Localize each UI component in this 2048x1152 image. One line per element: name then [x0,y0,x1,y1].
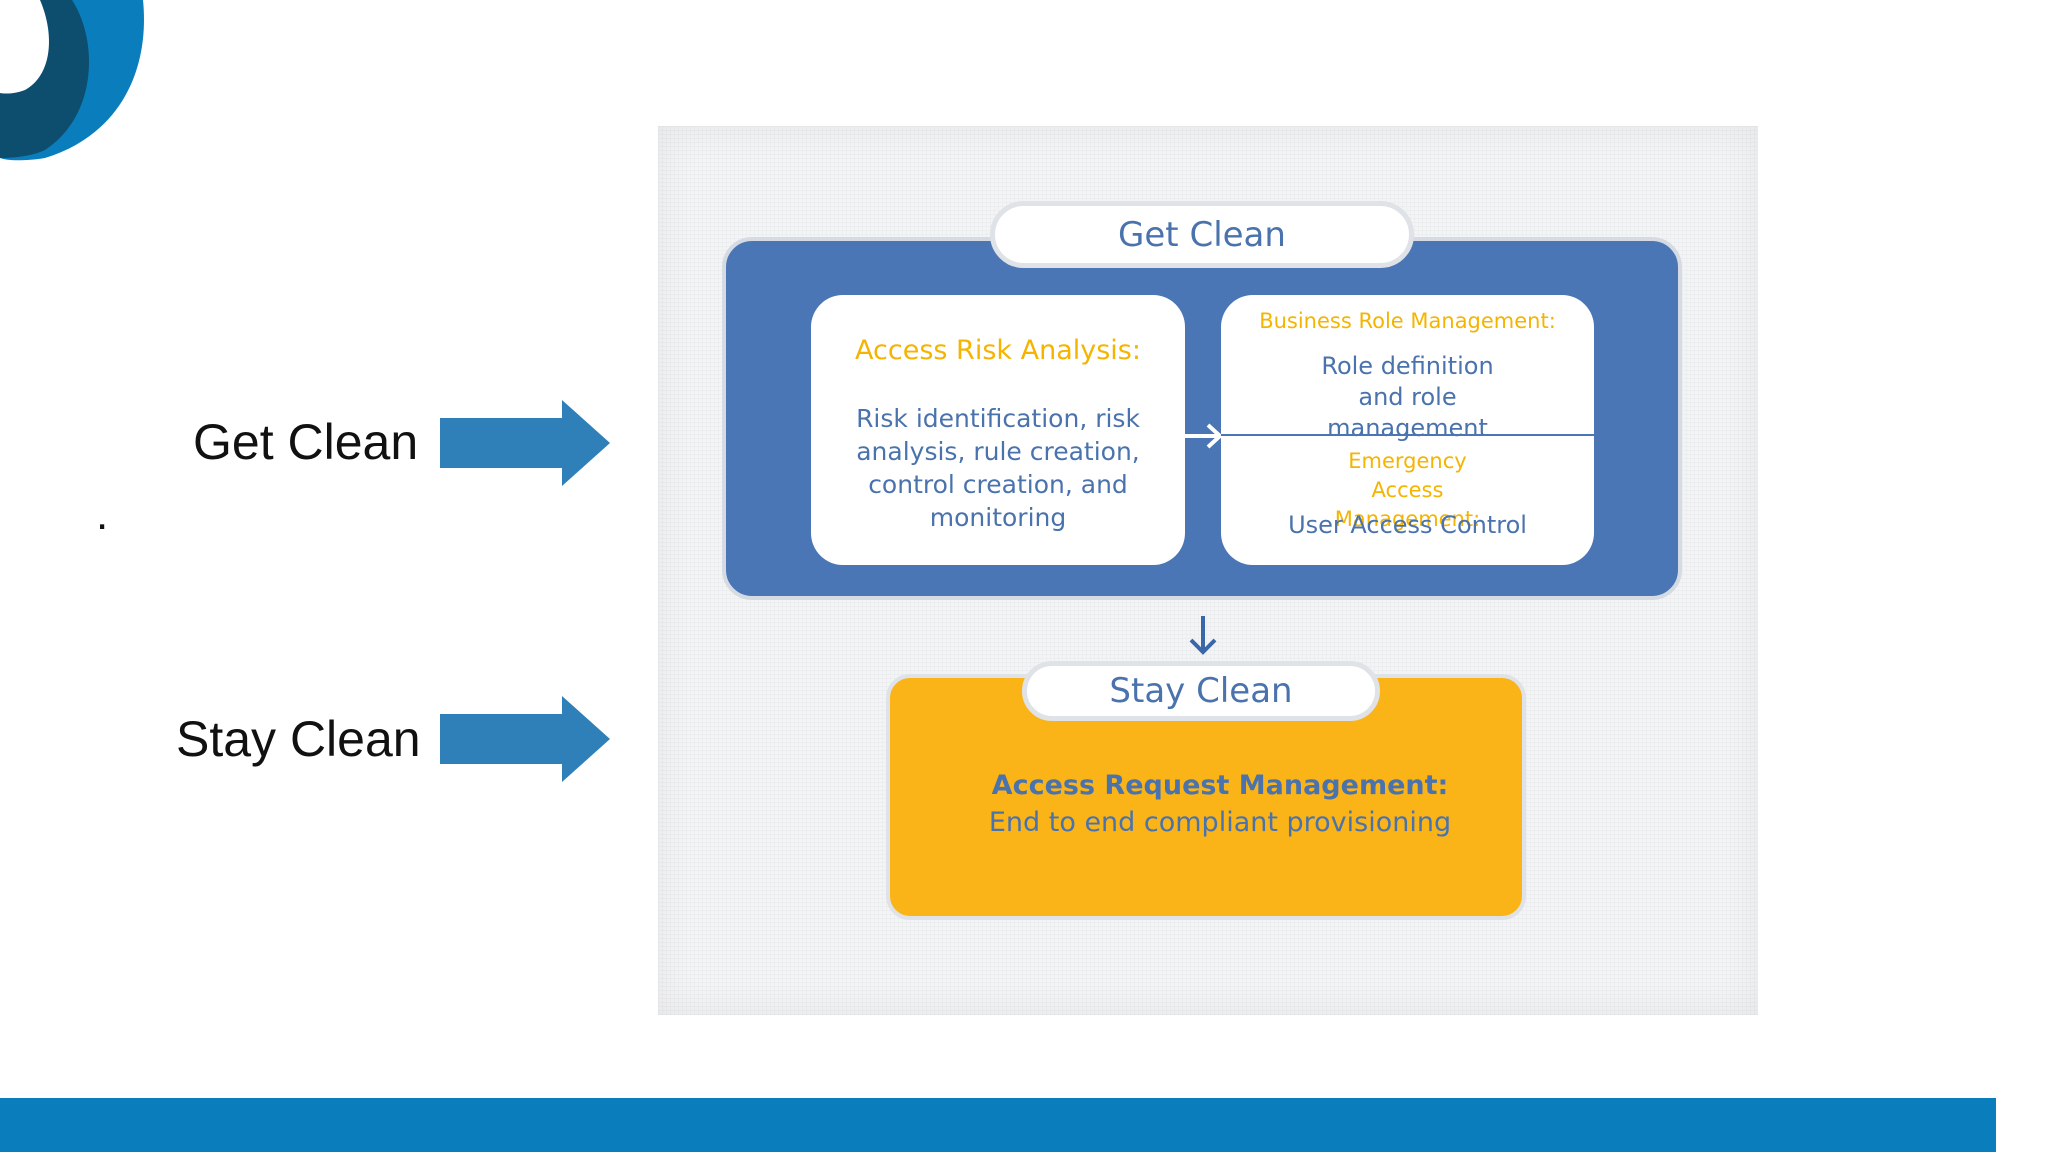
get-clean-right-arrow-icon [440,400,610,486]
bullet-dot: . [96,490,109,539]
business-role-management-title: Business Role Management: [1259,309,1556,333]
get-clean-header-pill: Get Clean [990,201,1414,268]
stay-clean-right-arrow-icon [440,696,610,782]
access-request-management-body: End to end compliant provisioning [988,807,1452,838]
access-risk-analysis-title: Access Risk Analysis: [855,335,1141,366]
stay-clean-header-pill: Stay Clean [1022,661,1380,721]
logo-icon [0,0,144,161]
emergency-access-management-title: Emergency Access Management: [1334,449,1481,531]
business-role-management-body: Role definition and role management [1321,352,1494,442]
get-clean-side-label: Get Clean [193,414,419,470]
stay-clean-side-label: Stay Clean [176,711,421,767]
flow-down-arrow-icon [1189,616,1217,655]
access-request-management-title: Access Request Management: [991,770,1449,801]
footer-bar [0,1098,1996,1152]
card-divider [1221,434,1594,436]
flow-right-arrow-icon [1182,423,1223,449]
access-risk-analysis-card: Access Risk Analysis: Risk identificatio… [811,295,1185,565]
access-risk-analysis-body: Risk identification, risk analysis, rule… [856,404,1140,532]
emergency-access-management-body: User Access Control [1288,511,1527,539]
role-management-card: Business Role Management: Role definitio… [1221,295,1594,565]
